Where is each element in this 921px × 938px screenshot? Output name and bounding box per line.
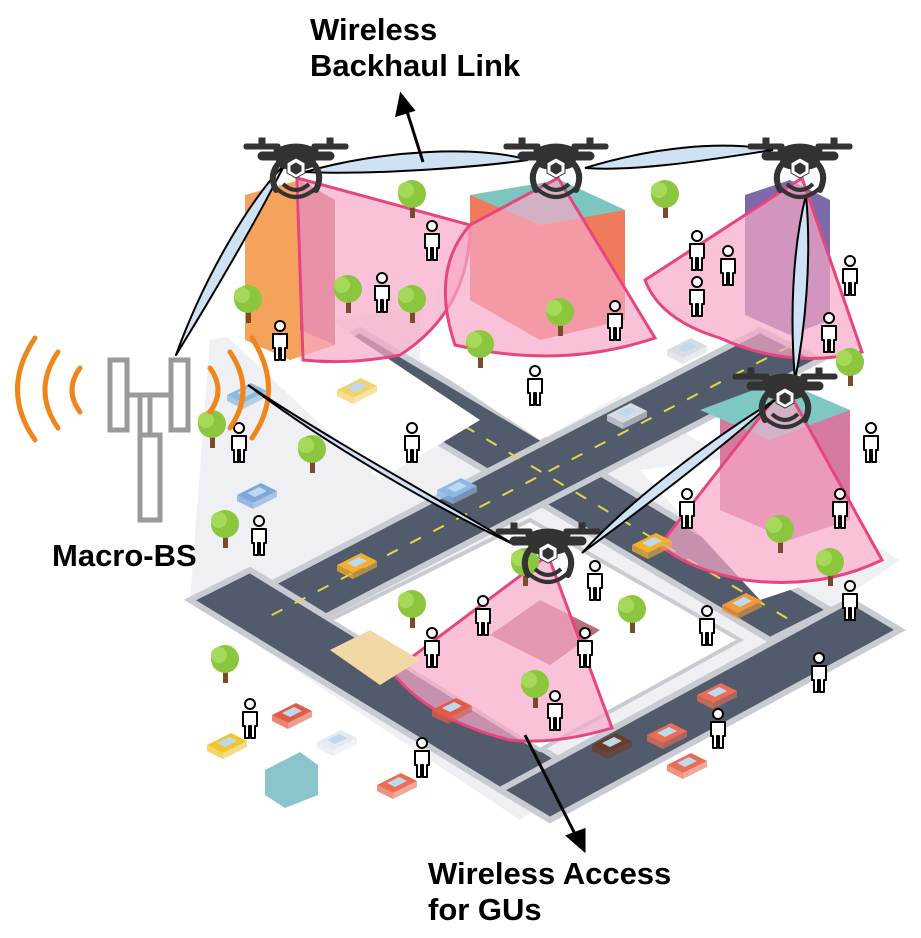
ground-user [710,708,726,749]
ground-user [242,698,258,739]
ground-user [842,580,858,621]
access-label-line2: for GUs [428,892,542,927]
ground-user [679,488,695,529]
van-yellow [207,733,247,759]
ground-user [587,560,603,601]
ground-user [414,737,430,778]
car-white [317,730,357,756]
link-uav4-uav5 [581,399,776,554]
ground-user [231,422,247,463]
ground-user [527,365,543,406]
tree [211,645,239,683]
signal-waves-right-icon [207,335,271,441]
truck-cargo [330,630,420,685]
ground-user [475,595,491,636]
ground-user [689,230,705,271]
signal-waves-left-icon [15,335,83,443]
backhaul-link-label: Wireless Backhaul Link [310,12,520,84]
coverage-uav-4 [657,382,885,584]
ground-user [424,627,440,668]
cell-tower-icon [107,357,191,523]
uav-3 [748,138,852,197]
car-red [377,773,417,799]
coverage-uav-2 [443,176,658,358]
ground-user [720,245,736,286]
backhaul-links [175,144,810,554]
car-red [272,703,312,729]
link-uav1-uav2 [304,150,529,174]
ground-user [577,627,593,668]
ground-user [547,690,563,731]
ground-user [374,272,390,313]
backhaul-label-line1: Wireless [310,12,438,47]
link-uav2-uav3 [584,144,774,170]
wireless-access-label: Wireless Access for GUs [428,856,671,928]
ground-user [272,320,288,361]
tree [836,348,864,386]
car-red [667,753,707,779]
ground-user [863,422,879,463]
ground-user [842,255,858,296]
access-label-line1: Wireless Access [428,856,672,891]
macro-bs [15,335,271,523]
ground-user [689,276,705,317]
macro-bs-label: Macro-BS [52,538,197,573]
ground-user [607,300,623,341]
backhaul-label-line2: Backhaul Link [310,48,521,83]
access-arrowhead [565,827,586,854]
ground-user [699,605,715,646]
ground-user [821,312,837,353]
ground-user [424,220,440,261]
access-arrow [523,734,580,841]
ground-user [832,488,848,529]
backhaul-arrowhead [395,91,416,118]
ground-user [404,422,420,463]
tree [651,180,679,218]
annotation-arrows [395,91,586,854]
ground-user [251,515,267,556]
vehicles [207,338,762,808]
lane-marking [269,345,791,617]
backhaul-arrow [403,104,425,163]
road-south-se [493,596,907,824]
ground-user [811,652,827,693]
kiosk [265,752,318,808]
